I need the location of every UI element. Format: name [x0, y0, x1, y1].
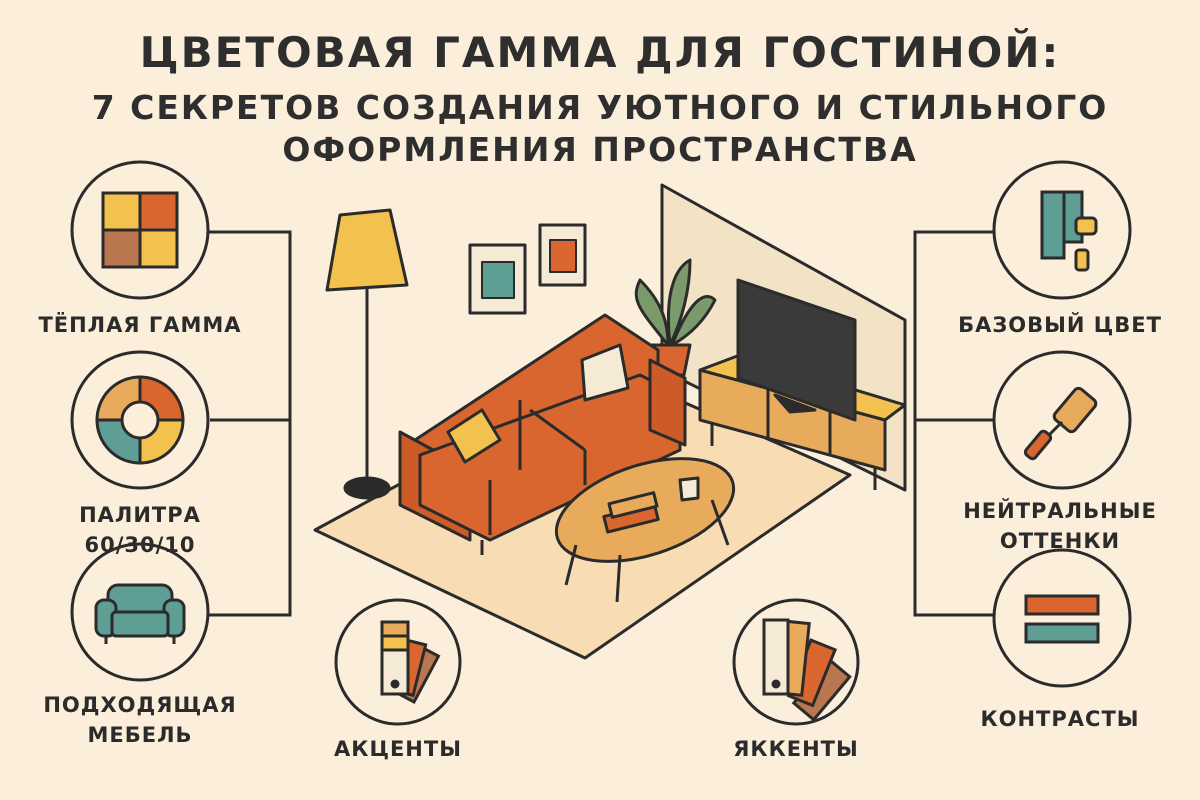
- lamp-base: [343, 476, 391, 500]
- color-wheel-icon: [95, 375, 185, 465]
- label-palette-text: ПАЛИТРА 60/30/10: [79, 503, 201, 557]
- circle-contrast: [992, 548, 1132, 688]
- warm-swatches-icon: [101, 191, 179, 269]
- label-neutral: НЕЙТРАЛЬНЫЕ ОТТЕНКИ: [945, 496, 1175, 556]
- title-line-2: 7 СЕКРЕТОВ СОЗДАНИЯ УЮТНОГО И СТИЛЬНОГО: [91, 88, 1109, 127]
- label-accents-2: ЯККЕНТЫ: [696, 734, 896, 764]
- label-warm-range: ТЁПЛАЯ ГАММА: [30, 310, 250, 340]
- label-palette: ПАЛИТРА 60/30/10: [20, 500, 260, 560]
- swatch-fan-icon: [380, 620, 441, 705]
- label-furniture: ПОДХОДЯЩАЯ МЕБЕЛЬ: [30, 690, 250, 750]
- label-accents-text: АКЦЕНТЫ: [334, 737, 462, 761]
- color-blocks-icon: [1040, 190, 1098, 272]
- label-accents-2-text: ЯККЕНТЫ: [733, 737, 859, 761]
- left-connector: [208, 230, 292, 617]
- cushion-yellow: [446, 408, 502, 464]
- label-warm-range-text: ТЁПЛАЯ ГАММА: [38, 313, 242, 337]
- label-contrast-text: КОНТРАСТЫ: [980, 707, 1140, 731]
- sofa: [398, 313, 687, 555]
- cushion-light: [580, 343, 630, 402]
- paint-roller-icon: [1023, 386, 1098, 461]
- swatch-fan-icon-2: [762, 618, 852, 722]
- armchair-icon: [94, 583, 186, 644]
- contrast-stripes-icon: [1024, 594, 1100, 644]
- tv-screen: [736, 278, 857, 422]
- room-illustration: [313, 183, 907, 660]
- label-neutral-line1: НЕЙТРАЛЬНЫЕ: [963, 499, 1157, 523]
- title-line-1: ЦВЕТОВАЯ ГАММА ДЛЯ ГОСТИНОЙ:: [139, 28, 1061, 77]
- label-furniture-line1: ПОДХОДЯЩАЯ: [43, 693, 237, 717]
- label-accents: АКЦЕНТЫ: [298, 734, 498, 764]
- label-neutral-line2: ОТТЕНКИ: [999, 529, 1121, 553]
- label-contrast: КОНТРАСТЫ: [945, 704, 1175, 734]
- title-line-3: ОФОРМЛЕНИЯ ПРОСТРАНСТВА: [282, 130, 918, 169]
- label-base-color-text: БАЗОВЫЙ ЦВЕТ: [958, 313, 1162, 337]
- lamp-shade: [325, 208, 409, 292]
- circle-palette: [70, 350, 210, 490]
- label-furniture-line2: МЕБЕЛЬ: [87, 723, 193, 747]
- label-base-color: БАЗОВЫЙ ЦВЕТ: [945, 310, 1175, 340]
- coffee-table: [554, 457, 736, 603]
- right-connector: [913, 230, 995, 617]
